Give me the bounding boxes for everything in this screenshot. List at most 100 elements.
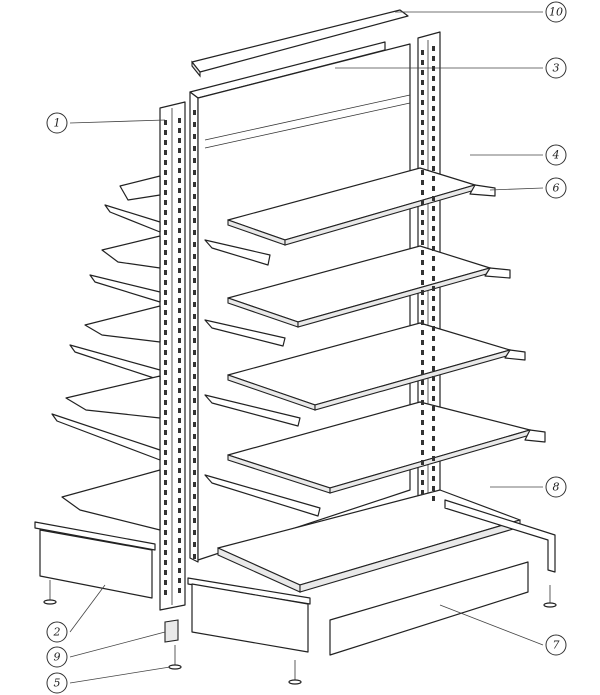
upright-slot — [178, 568, 181, 573]
upright-slot — [421, 50, 424, 55]
callout-7: 7 — [545, 634, 567, 656]
upright-slot — [164, 430, 167, 435]
upright-slot — [164, 440, 167, 445]
upright-slot — [164, 400, 167, 405]
upright-slot — [432, 396, 435, 401]
upright-slot — [178, 308, 181, 313]
upright-slot — [178, 468, 181, 473]
upright-slot — [178, 128, 181, 133]
upright-slot — [421, 80, 424, 85]
upright-slot — [178, 478, 181, 483]
upright-slot — [193, 194, 196, 199]
central-upright — [159, 101, 186, 611]
upright-slot — [164, 290, 167, 295]
upright-slot — [193, 182, 196, 187]
upright-slot — [421, 280, 424, 285]
upright-slot — [432, 436, 435, 441]
upright-slot — [432, 196, 435, 201]
upright-slot — [432, 476, 435, 481]
upright-slot — [164, 360, 167, 365]
upright-slot — [178, 418, 181, 423]
upright-slot — [164, 460, 167, 465]
upright-slot — [432, 296, 435, 301]
upright-slot — [421, 90, 424, 95]
upright-slot — [432, 216, 435, 221]
callout-1: 1 — [46, 112, 68, 134]
upright-slot — [178, 238, 181, 243]
shelf — [227, 245, 491, 328]
upright-slot — [432, 156, 435, 161]
callout-4: 4 — [545, 144, 567, 166]
upright-slot — [421, 120, 424, 125]
upright-slot — [164, 160, 167, 165]
upright-slot — [421, 300, 424, 305]
upright-slot — [432, 266, 435, 271]
upright-slot — [432, 46, 435, 51]
upright-slot — [178, 268, 181, 273]
upright-slot — [432, 186, 435, 191]
kickplate-right — [329, 561, 529, 656]
upright-slot — [164, 130, 167, 135]
upright-slot — [421, 260, 424, 265]
upright-slot — [432, 116, 435, 121]
upright-slot — [164, 260, 167, 265]
upright-slot — [432, 126, 435, 131]
upright-slot — [432, 76, 435, 81]
upright-slot — [432, 246, 435, 251]
upright-slot — [432, 356, 435, 361]
shelf — [227, 401, 531, 494]
upright-slot — [193, 338, 196, 343]
upright-slot — [178, 538, 181, 543]
upright-slot — [432, 136, 435, 141]
upright-slot — [178, 278, 181, 283]
upright-slot — [164, 270, 167, 275]
upright-slot — [421, 340, 424, 345]
upright-slot — [193, 470, 196, 475]
upright-slot — [178, 578, 181, 583]
upright-slot — [432, 456, 435, 461]
upright-slot — [178, 558, 181, 563]
shelf — [227, 322, 511, 411]
upright-slot — [193, 254, 196, 259]
upright-slot — [432, 236, 435, 241]
upright-slot — [178, 138, 181, 143]
kickplate-front — [187, 577, 311, 653]
upright-slot — [164, 450, 167, 455]
upright-slot — [178, 328, 181, 333]
upright-slot — [164, 390, 167, 395]
upright-slot — [178, 188, 181, 193]
upright-slot — [164, 410, 167, 415]
upright-slot — [421, 410, 424, 415]
upright-slot — [193, 362, 196, 367]
upright-slot — [421, 130, 424, 135]
upright-slot — [178, 378, 181, 383]
upright-slot — [178, 258, 181, 263]
upright-slot — [178, 508, 181, 513]
upright-slot — [421, 220, 424, 225]
upright-slot — [164, 180, 167, 185]
upright-slot — [164, 220, 167, 225]
upright-slot — [432, 96, 435, 101]
upright-slot — [432, 176, 435, 181]
upright-slot — [421, 150, 424, 155]
upright-slot — [421, 470, 424, 475]
upright-slot — [164, 580, 167, 585]
callout-label: 4 — [552, 149, 560, 162]
upright-slot — [178, 398, 181, 403]
upright-slot — [193, 494, 196, 499]
upright-slot — [164, 590, 167, 595]
upright-slot — [421, 460, 424, 465]
upright-slot — [193, 542, 196, 547]
upright-slot — [421, 140, 424, 145]
upright-slot — [193, 242, 196, 247]
upright-slot — [178, 338, 181, 343]
upright-slot — [178, 438, 181, 443]
upright-slot — [164, 320, 167, 325]
upright-slot — [421, 370, 424, 375]
upright-slot — [421, 290, 424, 295]
callout-label: 9 — [54, 651, 61, 664]
upright-slot — [178, 348, 181, 353]
upright-slot — [178, 428, 181, 433]
upright-slot — [421, 320, 424, 325]
